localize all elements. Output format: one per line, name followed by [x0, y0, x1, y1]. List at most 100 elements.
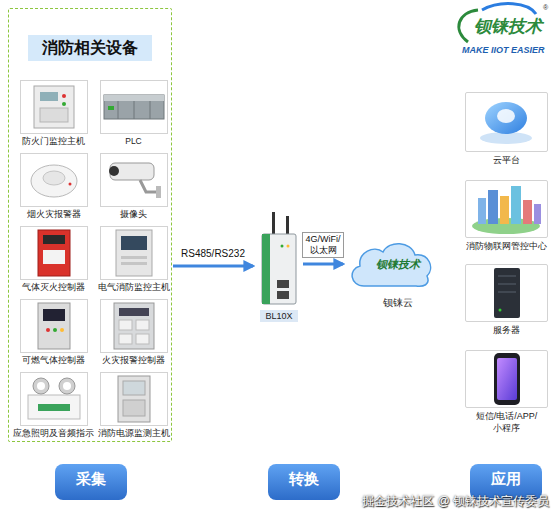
watermark: 掘金技术社区 @ 钡铼技术宣传委员: [362, 494, 549, 508]
app-card: 短信/电话/APP/小程序: [465, 350, 548, 408]
registered-mark: ®: [543, 4, 548, 12]
server-picture: [498, 284, 516, 285]
gateway-device: BL10X: [256, 226, 302, 306]
logo-text: 钡铼技术: [346, 257, 450, 271]
camera-picture: [156, 186, 161, 198]
combustible-gas-controller-picture: [46, 328, 50, 332]
emergency-light-picture: [63, 382, 71, 390]
flow-arrow: [303, 263, 343, 266]
gateway-picture: [262, 234, 296, 304]
button-label: 应用: [491, 470, 521, 489]
device-card: 防火门监控主机: [20, 80, 88, 134]
node-label: 消防电源监测主机: [96, 428, 172, 439]
app-card: 服务器: [465, 264, 548, 322]
phone-picture: [494, 353, 520, 405]
cloud-platform-picture: [480, 102, 532, 144]
power-monitor-picture: [123, 400, 145, 416]
server-picture: [494, 268, 520, 318]
logo-text: 钡铼技术: [474, 17, 542, 37]
button-label: 采集: [76, 470, 106, 489]
device-card: 消防电源监测主机: [100, 372, 168, 426]
fire-alarm-controller-picture: [114, 303, 154, 349]
gateway-picture: [277, 291, 289, 299]
cloud-platform-picture: [485, 102, 527, 134]
device-card: 烟火灾报警器: [20, 153, 88, 207]
emergency-light-picture: [37, 382, 45, 390]
logo-slogan-anchor: MAKE IIOT EASIER: [462, 45, 545, 56]
plc-picture: [134, 101, 135, 119]
fire-door-monitor-picture: [34, 86, 74, 128]
cloud-platform-picture: [497, 109, 515, 123]
city-picture: [472, 186, 541, 234]
cloud-node: 钡铼技术钡铼云: [346, 238, 450, 290]
emergency-light-picture: [38, 404, 70, 411]
plc-picture: [104, 95, 164, 101]
city-picture: [523, 200, 532, 224]
fire-door-monitor-picture: [34, 86, 74, 128]
edge-label: 4G/WiFi/以太网: [302, 232, 344, 258]
equipment-group: 消防相关设备防火门监控主机PLC烟火灾报警器摄像头气体灭火控制器电气消防监控主机…: [8, 8, 172, 442]
server-picture: [494, 268, 520, 318]
node-label: 摄像头: [96, 209, 172, 220]
camera-picture: [109, 163, 161, 198]
device-card: 火灾报警控制器: [100, 299, 168, 353]
smoke-detector-picture: [31, 165, 77, 197]
power-monitor-picture: [123, 381, 145, 395]
node-label: 服务器: [461, 324, 552, 336]
electrical-fire-monitor-picture: [121, 262, 147, 265]
node-label: 应急照明及音频指示: [12, 428, 95, 439]
emergency-light-picture: [28, 395, 80, 419]
node-label: 电气消防监控主机: [96, 282, 172, 293]
camera-picture: [109, 166, 119, 176]
fire-alarm-controller-picture: [136, 334, 149, 344]
smoke-detector-picture: [31, 165, 77, 197]
gas-extinguish-controller-picture: [38, 230, 70, 276]
fire-alarm-controller-picture: [114, 303, 154, 349]
node-label: 烟火灾报警器: [16, 209, 92, 220]
node-label: BL10X: [260, 310, 297, 322]
server-picture: [499, 309, 502, 312]
camera-picture: [110, 163, 154, 180]
flow-arrow: [173, 265, 253, 268]
city-picture: [478, 198, 486, 224]
combustible-gas-controller-picture: [53, 328, 57, 332]
phone-picture: [494, 353, 520, 405]
edge-label-anchor: RS485/RS232: [181, 248, 245, 260]
fire-alarm-controller-picture: [136, 320, 149, 330]
node-label: 短信/电话/APP/小程序: [476, 410, 538, 434]
fire-alarm-controller-picture: [119, 320, 132, 330]
camera-picture: [140, 180, 158, 192]
fire-door-monitor-picture: [62, 94, 66, 98]
smoke-detector-picture: [43, 171, 65, 185]
electrical-fire-monitor-picture: [121, 256, 147, 259]
button-label: 转换: [289, 470, 319, 489]
phone-picture: [497, 358, 517, 400]
gas-extinguish-controller-picture: [38, 230, 70, 276]
gateway-picture: [287, 245, 290, 248]
device-card: PLC: [100, 80, 168, 134]
smoke-detector-picture: [69, 183, 72, 186]
watermark-anchor: 掘金技术社区 @ 钡铼技术宣传委员: [362, 494, 549, 508]
fire-door-monitor-picture: [62, 102, 66, 106]
server-picture: [498, 292, 516, 293]
logo-swoosh: [482, 4, 536, 14]
node-label: 钡铼云: [346, 296, 450, 309]
edge-label: RS485/RS232: [181, 248, 245, 260]
group-title: 消防相关设备: [28, 35, 152, 61]
plc-picture: [104, 95, 164, 119]
node-label: 消防物联网管控中心: [461, 240, 552, 252]
gateway-picture: [262, 212, 296, 304]
gateway-picture: [262, 234, 270, 304]
fire-door-monitor-picture: [40, 92, 58, 101]
device-card: 气体灭火控制器: [20, 226, 88, 280]
logo-text-anchor: 钡铼技术: [474, 17, 542, 37]
power-monitor-picture: [118, 376, 150, 422]
server-picture: [498, 276, 516, 277]
power-monitor-picture: [118, 376, 150, 422]
combustible-gas-controller-picture: [38, 303, 70, 349]
plc-picture: [150, 101, 151, 119]
stage-button: 采集: [55, 464, 127, 500]
registered-mark-anchor: ®: [543, 4, 548, 12]
